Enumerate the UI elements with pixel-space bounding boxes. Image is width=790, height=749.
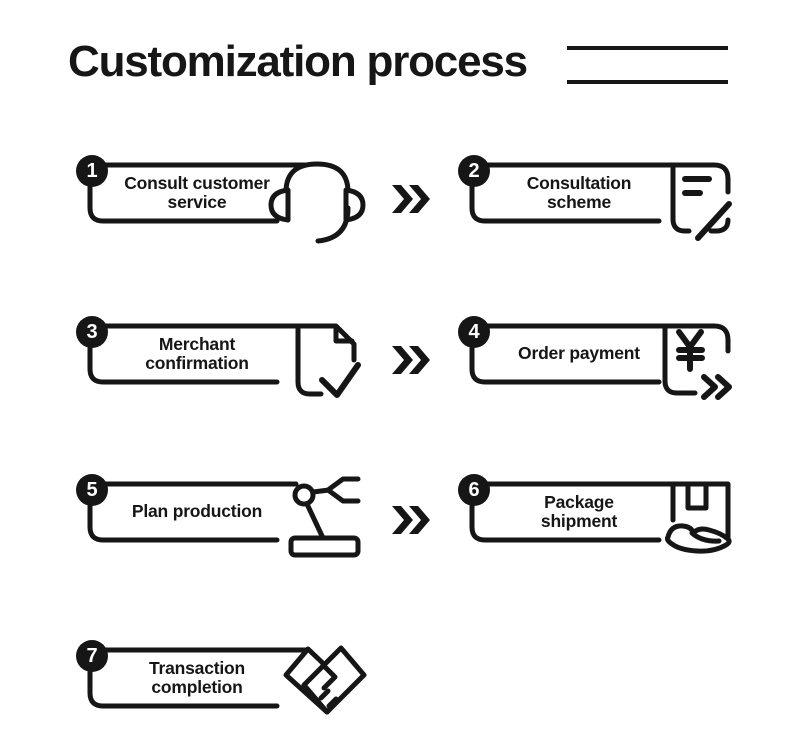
- title-decoration-line-top: [567, 46, 728, 50]
- document-pen-icon: [670, 162, 732, 241]
- process-step-5: 5 Plan production: [70, 469, 380, 581]
- next-step-arrow: [392, 506, 430, 534]
- next-step-arrow: [392, 346, 430, 374]
- step-label: Plan production: [131, 501, 263, 522]
- handshake-icon: [283, 645, 367, 715]
- process-step-4: 4 Order payment: [452, 311, 762, 423]
- document-check-icon: [295, 323, 361, 398]
- step-ribbon-art: [87, 161, 366, 244]
- step-number-badge: 3: [76, 316, 108, 348]
- step-number-badge: 5: [76, 474, 108, 506]
- yen-payment-icon: [662, 323, 732, 400]
- double-chevron-icon: [392, 506, 430, 534]
- step-number-badge: 6: [458, 474, 490, 506]
- double-chevron-icon: [392, 346, 430, 374]
- step-ribbon-art: [87, 323, 361, 398]
- next-step-arrow: [392, 185, 430, 213]
- step-number-badge: 2: [458, 155, 490, 187]
- headset-icon: [268, 161, 366, 244]
- title-decoration-line-bottom: [567, 80, 728, 84]
- robot-arm-icon: [288, 476, 361, 558]
- step-ribbon-art: [469, 481, 732, 554]
- package-hand-icon: [665, 481, 732, 554]
- step-ribbon-art: [87, 476, 361, 558]
- step-number-badge: 7: [76, 640, 108, 672]
- step-label: Order payment: [518, 343, 640, 364]
- step-ribbon-art: [469, 162, 732, 241]
- step-number-badge: 1: [76, 155, 108, 187]
- page-title: Customization process: [68, 37, 528, 86]
- step-ribbon-art: [87, 645, 367, 715]
- double-chevron-icon: [392, 185, 430, 213]
- step-ribbon-art: [469, 323, 732, 400]
- step-number-badge: 4: [458, 316, 490, 348]
